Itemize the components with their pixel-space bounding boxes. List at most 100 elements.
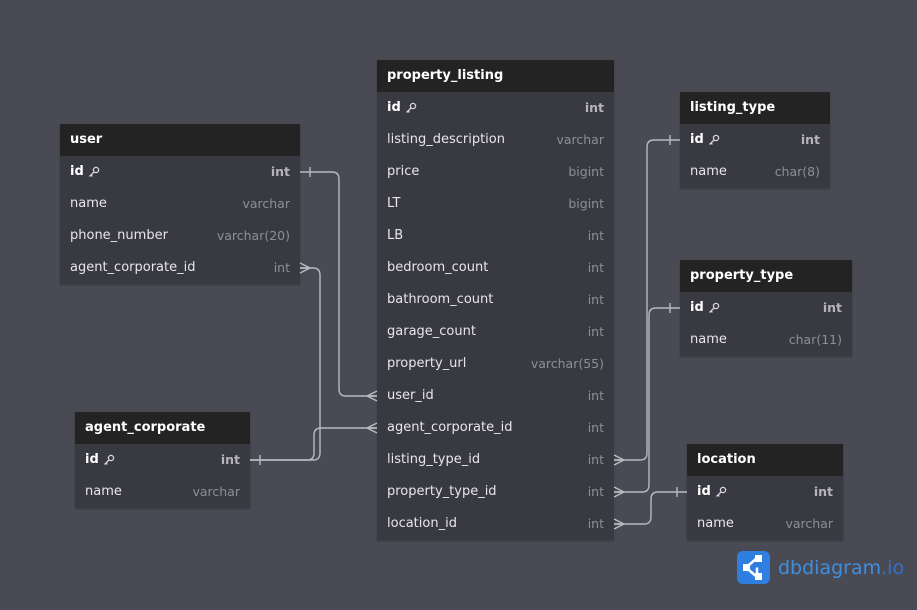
- primary-key-icon: [708, 134, 720, 146]
- relation-location-listing[interactable]: [614, 491, 687, 525]
- field-name: property_type_id: [387, 484, 497, 499]
- brand[interactable]: dbdiagram.io: [737, 551, 904, 584]
- many-marker-icon[interactable]: [366, 422, 378, 434]
- field-name: phone_number: [70, 228, 168, 243]
- field-name: agent_corporate_id: [387, 420, 513, 435]
- relation-user-listing[interactable]: [300, 171, 377, 397]
- primary-key-icon: [708, 302, 720, 314]
- field-row-name[interactable]: name char(8): [680, 156, 830, 188]
- field-type: int: [822, 300, 842, 315]
- field-row-agent-corporate-id[interactable]: agent_corporate_id int: [377, 412, 614, 444]
- field-row-name[interactable]: name char(11): [680, 324, 852, 356]
- field-name: name: [697, 516, 734, 531]
- relation-agent-user[interactable]: [250, 267, 321, 461]
- field-name: name: [690, 164, 727, 179]
- field-name-wrap: agent_corporate_id: [387, 412, 512, 444]
- field-name: LB: [387, 228, 404, 243]
- field-name-wrap: id: [690, 124, 720, 156]
- primary-key-icon: [103, 454, 115, 466]
- field-name: name: [70, 196, 107, 211]
- relation-listingtype-listing[interactable]: [614, 139, 680, 461]
- field-name-wrap: listing_type_id: [387, 444, 480, 476]
- field-type: int: [273, 260, 290, 275]
- field-name: id: [70, 164, 84, 179]
- field-type: int: [587, 260, 604, 275]
- field-type: int: [587, 292, 604, 307]
- field-name: garage_count: [387, 324, 476, 339]
- field-type: int: [587, 420, 604, 435]
- field-type: int: [270, 164, 290, 179]
- field-row-id[interactable]: id int: [680, 292, 852, 324]
- relation-agent-listing[interactable]: [250, 427, 377, 461]
- field-type: bigint: [568, 196, 604, 211]
- table-header[interactable]: location: [687, 444, 843, 476]
- field-row-id[interactable]: id int: [60, 156, 300, 188]
- table-header[interactable]: listing_type: [680, 92, 830, 124]
- field-name: name: [85, 484, 122, 499]
- field-type: char(11): [788, 332, 842, 347]
- field-row-property-url[interactable]: property_url varchar(55): [377, 348, 614, 380]
- table-header[interactable]: user: [60, 124, 300, 156]
- field-type: varchar: [192, 484, 240, 499]
- field-name-wrap: user_id: [387, 380, 434, 412]
- field-name: id: [387, 100, 401, 115]
- field-name-wrap: id: [387, 92, 417, 124]
- field-row-bathroom-count[interactable]: bathroom_count int: [377, 284, 614, 316]
- field-name-wrap: phone_number: [70, 220, 168, 252]
- field-row-id[interactable]: id int: [680, 124, 830, 156]
- field-type: int: [587, 452, 604, 467]
- field-row-price[interactable]: price bigint: [377, 156, 614, 188]
- table-header[interactable]: agent_corporate: [75, 412, 250, 444]
- field-name-wrap: id: [690, 292, 720, 324]
- primary-key-icon: [405, 102, 417, 114]
- field-row-location-id[interactable]: location_id int: [377, 508, 614, 540]
- many-marker-icon[interactable]: [613, 518, 625, 530]
- field-type: char(8): [774, 164, 820, 179]
- many-marker-icon[interactable]: [366, 390, 378, 402]
- field-type: bigint: [568, 164, 604, 179]
- many-marker-icon[interactable]: [299, 262, 311, 274]
- field-name-wrap: location_id: [387, 508, 457, 540]
- field-type: int: [800, 132, 820, 147]
- field-name: listing_type_id: [387, 452, 481, 467]
- field-row-name[interactable]: name varchar: [75, 476, 250, 508]
- field-name-wrap: listing_description: [387, 124, 505, 156]
- field-name-wrap: property_type_id: [387, 476, 497, 508]
- field-type: int: [587, 516, 604, 531]
- field-name-wrap: id: [697, 476, 727, 508]
- field-name: price: [387, 164, 420, 179]
- field-name-wrap: name: [85, 476, 122, 508]
- field-row-name[interactable]: name varchar: [687, 508, 843, 540]
- field-type: varchar: [785, 516, 833, 531]
- field-type: varchar(55): [530, 356, 604, 371]
- table-header[interactable]: property_type: [680, 260, 852, 292]
- field-name-wrap: bathroom_count: [387, 284, 493, 316]
- field-name-wrap: property_url: [387, 348, 466, 380]
- many-marker-icon[interactable]: [613, 486, 625, 498]
- table-header[interactable]: property_listing: [377, 60, 614, 92]
- field-name: name: [690, 332, 727, 347]
- field-row-listing-type-id[interactable]: listing_type_id int: [377, 444, 614, 476]
- many-marker-icon[interactable]: [613, 454, 625, 466]
- relation-propertytype-listing[interactable]: [614, 307, 680, 493]
